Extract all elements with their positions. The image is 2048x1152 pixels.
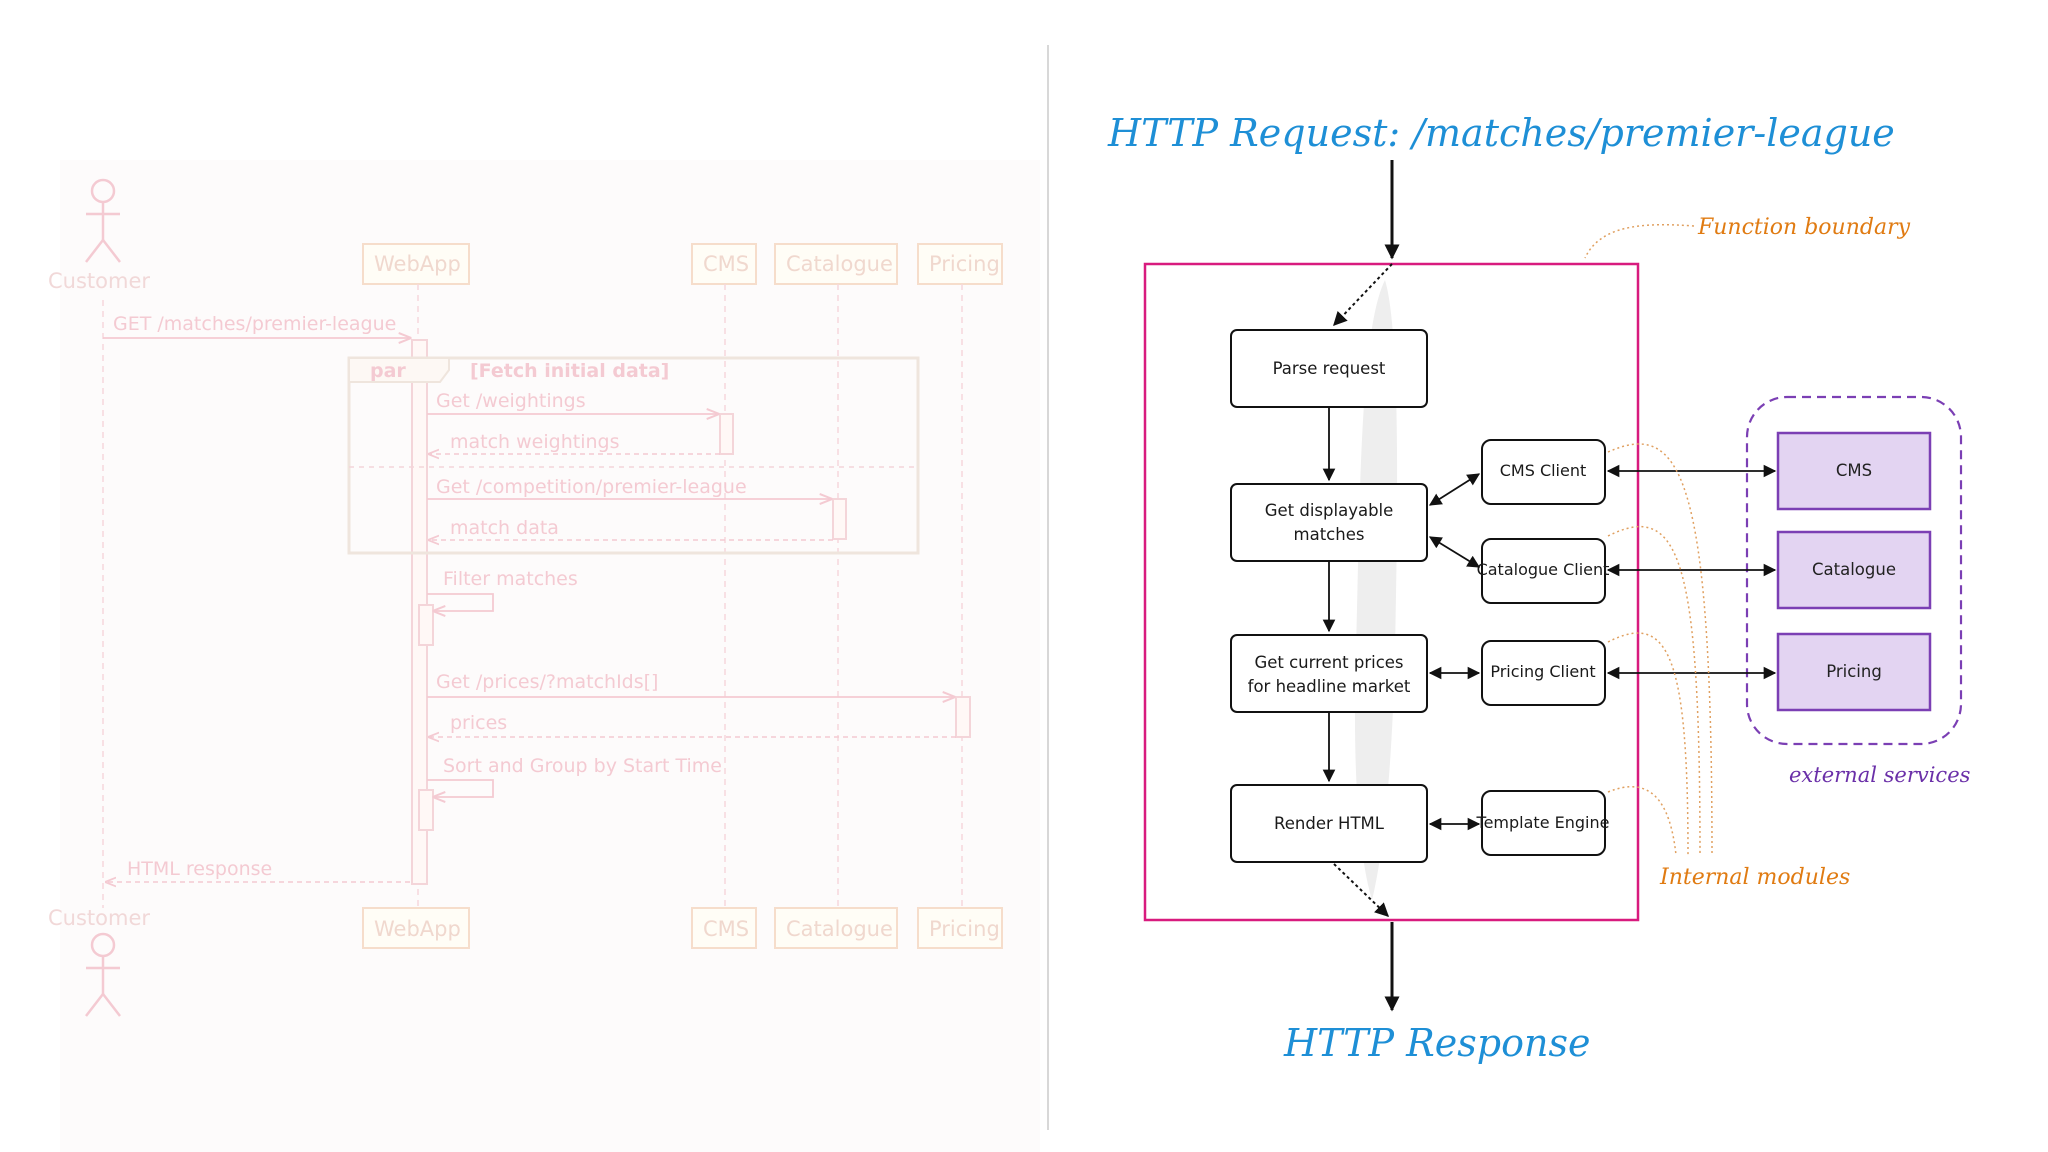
participant-catalogue-label-top: Catalogue [786,252,893,276]
cms-client-node [1481,439,1606,505]
function-boundary-leader [1584,224,1695,259]
client-arrows [1428,473,1481,831]
step-get-matches-line1: Get displayable [1265,501,1394,520]
customer-label-top: Customer [48,269,150,293]
step-get-displayable-matches [1230,483,1428,562]
external-services-label: external services [1789,763,1971,787]
msg-sort-label: Sort and Group by Start Time [443,755,722,777]
participant-webapp-top [362,243,470,285]
step-parse-request-label: Parse request [1273,359,1386,378]
function-boundary-label: Function boundary [1697,215,1911,240]
participant-cms-bottom [691,907,757,949]
participant-pricing-top [917,243,1003,285]
msg-get-weightings-label: Get /weightings [436,390,586,412]
activations [411,339,971,885]
customer-label-bottom: Customer [48,906,150,930]
step-render-html [1230,784,1428,863]
msg-filter-label: Filter matches [443,568,578,590]
participant-catalogue-label-bottom: Catalogue [786,917,893,941]
step-render-html-label: Render HTML [1274,814,1385,833]
participant-catalogue-bottom [774,907,898,949]
pricing-client-node [1481,640,1606,706]
catalogue-client-node [1481,538,1606,604]
step-get-matches-line2: matches [1294,525,1365,544]
step-get-current-prices [1230,634,1428,713]
response-title: HTTP Response [1283,1021,1590,1065]
template-engine-node [1481,790,1606,856]
pricing-service-label: Pricing [1826,662,1882,681]
architecture-diagram: HTTP Request: /matches/premier-league Fu… [1107,111,1971,1065]
participant-pricing-bottom [917,907,1003,949]
customer-actor-bottom [85,932,121,1017]
exit-dotted-arrow [1333,863,1390,917]
service-arrows [1606,464,1777,680]
step-prices-line1: Get current prices [1254,653,1403,672]
pricing-client-label: Pricing Client [1490,662,1595,681]
par-guard: [Fetch initial data] [470,360,669,382]
msg-sort-arrow [427,779,494,797]
participant-cms-label-bottom: CMS [703,917,749,941]
msg-response-label: HTML response [127,858,272,880]
internal-modules-label: Internal modules [1659,865,1850,890]
participant-cms-top [691,243,757,285]
msg-prices-label: prices [450,712,507,734]
step-prices-line2: for headline market [1248,677,1411,696]
customer-actor-top [85,178,121,263]
pricing-service [1776,632,1932,712]
entry-dotted-arrow [1333,263,1393,327]
cms-client-label: CMS Client [1500,461,1587,480]
participant-catalogue-top [774,243,898,285]
sequence-diagram: Customer WebApp CMS Catalogue Pricing [48,160,1040,1152]
cms-service [1776,431,1932,511]
par-operator: par [370,360,406,382]
sequence-wash [60,160,1040,1152]
participant-webapp-label-bottom: WebApp [374,917,461,941]
msg-get-competition-label: Get /competition/premier-league [436,476,747,498]
participant-pricing-label-top: Pricing [929,252,1000,276]
catalogue-service-label: Catalogue [1812,560,1896,579]
msg-match-data-label: match data [450,517,559,539]
request-title: HTTP Request: /matches/premier-league [1107,111,1895,155]
participant-webapp-label-top: WebApp [374,252,461,276]
catalogue-client-label: Catalogue Client [1477,560,1610,579]
template-engine-label: Template Engine [1476,813,1610,832]
internal-modules-leaders [1607,443,1713,856]
par-fragment: par [Fetch initial data] [347,356,920,555]
messages: GET /matches/premier-league Get /weighti… [103,313,956,882]
msg-request-label: GET /matches/premier-league [113,313,396,335]
cms-service-label: CMS [1836,461,1872,480]
participant-webapp-bottom [362,907,470,949]
msg-get-prices-label: Get /prices/?matchIds[] [436,671,658,693]
participant-pricing-label-bottom: Pricing [929,917,1000,941]
msg-filter-arrow [427,593,494,611]
participant-cms-label-top: CMS [703,252,749,276]
msg-match-weightings-label: match weightings [450,431,619,453]
catalogue-service [1776,530,1932,610]
flow-shadow [1354,280,1398,900]
